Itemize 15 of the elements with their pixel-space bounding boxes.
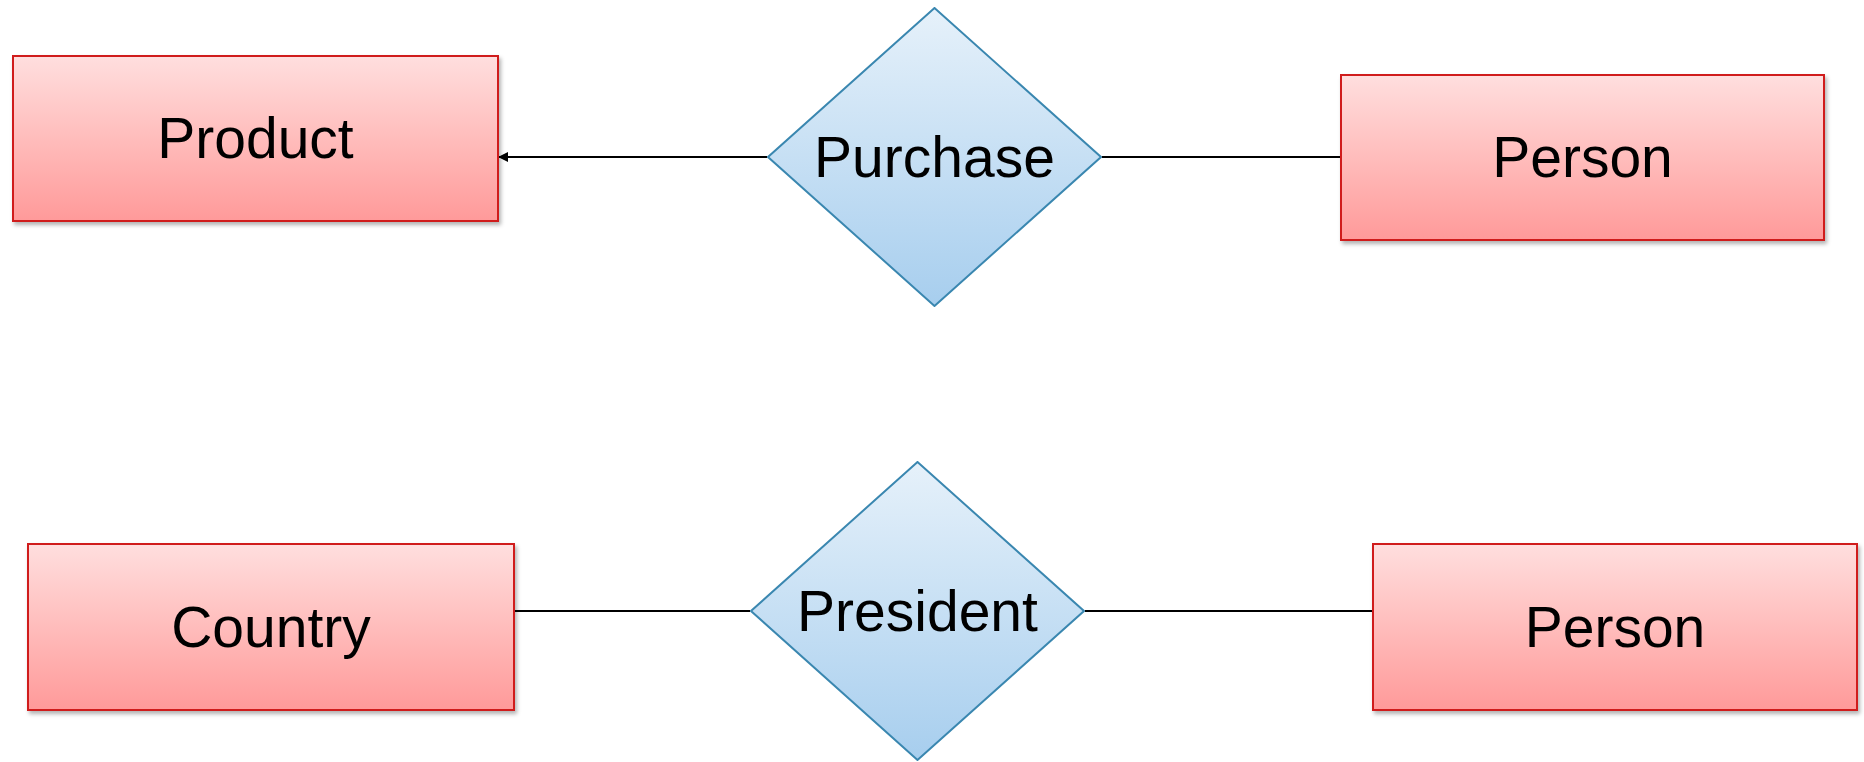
- entity-box: [27, 543, 515, 711]
- connector-line: [498, 152, 768, 162]
- connector-line: [1101, 156, 1341, 158]
- entity-label: Product: [157, 110, 354, 167]
- connector-line: [1084, 610, 1373, 612]
- relationship-label: Purchase: [814, 128, 1055, 186]
- entity-label: Person: [1524, 598, 1706, 656]
- entity-label: Person: [1492, 129, 1673, 186]
- connector-line: [514, 610, 751, 612]
- relationship-label: President: [797, 582, 1038, 640]
- relationship-diamond: [750, 461, 1085, 761]
- entity-box: [12, 55, 499, 222]
- entity-box: [1340, 74, 1825, 241]
- entity-box: [1372, 543, 1858, 711]
- relationship-diamond: [767, 7, 1102, 307]
